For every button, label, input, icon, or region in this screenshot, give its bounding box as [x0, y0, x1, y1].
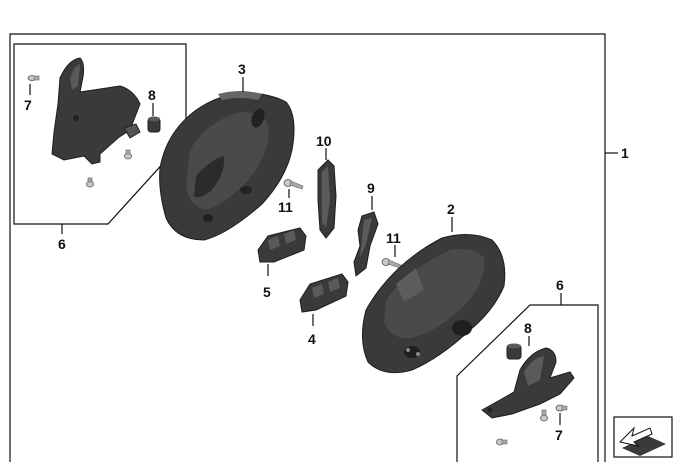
- block-right: [299, 273, 349, 313]
- label-cover-left: 3: [238, 61, 246, 77]
- screw-left: [283, 179, 304, 190]
- arrow-direction-icon[interactable]: [613, 416, 673, 458]
- label-bracket-tall: 10: [316, 133, 332, 149]
- label-guard-bottom-right: 6: [556, 277, 564, 293]
- screw-right: [381, 258, 402, 269]
- label-cover-right: 2: [447, 201, 455, 217]
- cover-right: [362, 234, 506, 374]
- label-main: 1: [621, 145, 629, 161]
- bracket-small: [353, 211, 379, 277]
- label-screw-right: 11: [386, 230, 401, 246]
- inset-top-left: [13, 43, 187, 225]
- main-assembly-frame: [9, 33, 606, 462]
- screw-inset-d: [496, 438, 508, 446]
- screw-inset-a: [124, 149, 132, 160]
- guard-bottom-right: [481, 347, 575, 419]
- buffer-bottom-right: [506, 343, 522, 360]
- inset-bottom-right: [456, 304, 599, 462]
- screw-inset-c: [540, 409, 548, 422]
- label-buffer-top-left: 8: [148, 87, 156, 103]
- label-screw-top-left: 7: [24, 97, 32, 113]
- label-screw-bottom-right: 7: [555, 427, 563, 443]
- screw-bottom-right: [555, 404, 568, 412]
- block-left: [257, 227, 307, 263]
- label-guard-top-left: 6: [58, 236, 66, 252]
- label-screw-left: 11: [278, 199, 293, 215]
- label-block-left: 5: [263, 284, 271, 300]
- buffer-top-left: [147, 116, 161, 133]
- screw-top-left: [27, 75, 40, 81]
- label-block-right: 4: [308, 331, 316, 347]
- screw-inset-b: [86, 177, 94, 188]
- cover-left: [159, 91, 295, 241]
- guard-top-left: [51, 57, 141, 165]
- label-buffer-bottom-right: 8: [524, 320, 532, 336]
- label-bracket-small: 9: [367, 180, 375, 196]
- bracket-tall: [317, 159, 337, 239]
